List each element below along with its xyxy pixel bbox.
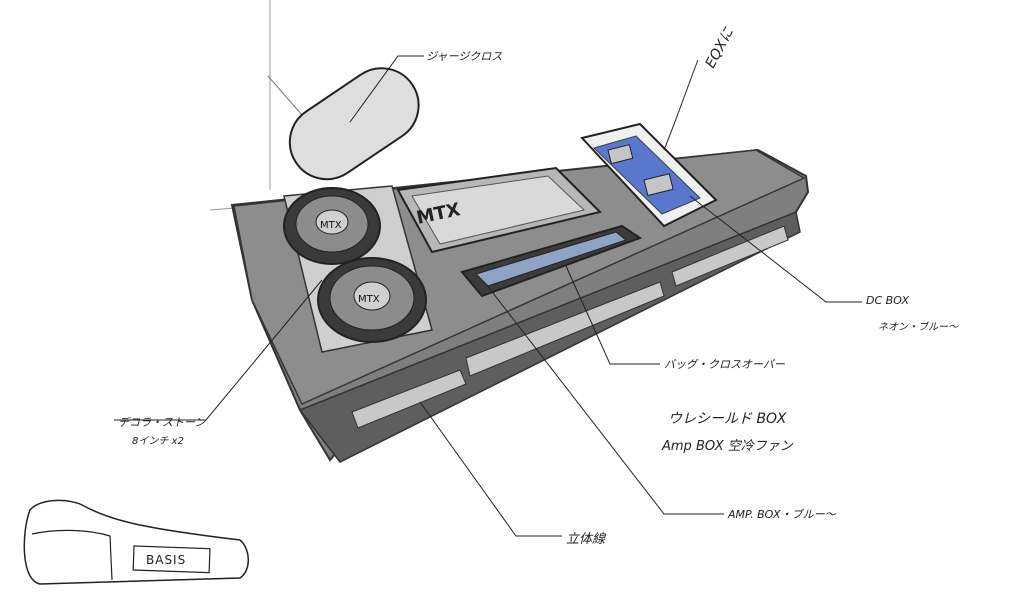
speaker-logo-lower: MTX <box>358 294 380 305</box>
badge-text: BASIS <box>146 553 187 567</box>
leader-amp <box>485 283 724 515</box>
leader-3d <box>419 401 562 537</box>
leader-eqx <box>663 59 699 151</box>
annotation-deco-stone: デコラ・ストーン <box>118 416 206 429</box>
annotation-jersey-cloth: ジャージクロス <box>426 50 503 63</box>
annotation-deco-stone-sub: 8インチ x2 <box>132 436 184 447</box>
dc-box-component <box>607 144 634 165</box>
speaker-lower <box>317 257 427 343</box>
annotation-back-cloth-over: バッグ・クロスオーバー <box>664 358 785 371</box>
front-slot-1 <box>351 369 467 429</box>
jersey-cloth <box>288 67 420 181</box>
front-slot-2 <box>465 281 665 377</box>
speaker-logo-upper: MTX <box>320 220 342 231</box>
annotation-shield-box: ウレシールド BOX <box>668 411 787 427</box>
annotation-amp-box-blue: AMP. BOX・ブルー～ <box>728 508 836 521</box>
leader-deco <box>114 279 323 421</box>
badge-sketch <box>23 499 249 585</box>
leader-jersey <box>349 55 424 123</box>
amp-plate <box>411 175 586 245</box>
badge-sketch-flap <box>31 529 113 581</box>
front-slot-3 <box>671 225 789 287</box>
speaker-upper <box>283 187 381 265</box>
dc-box-component-2 <box>643 173 674 197</box>
annotation-dc-box: DC BOX <box>866 294 910 307</box>
annotation-3d-line: 立体線 <box>566 532 606 547</box>
leader-dcbox <box>689 195 862 303</box>
badge-plate <box>132 545 211 574</box>
annotation-amp-box-fan: Amp BOX 空冷ファン <box>662 439 793 454</box>
cloth-window-inner <box>475 231 628 287</box>
annotation-dc-box-color: ネオン・ブルー～ <box>878 322 958 333</box>
leader-back <box>565 265 660 365</box>
